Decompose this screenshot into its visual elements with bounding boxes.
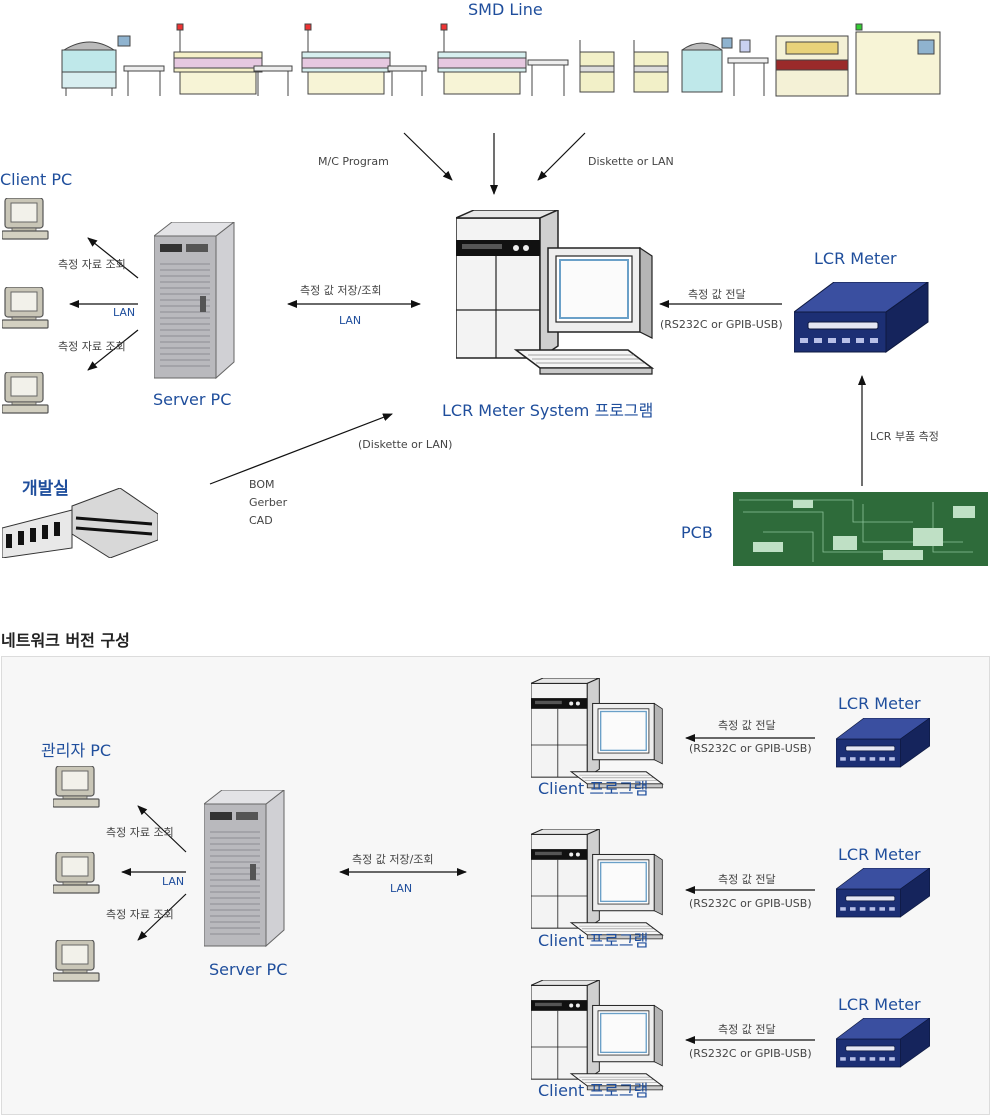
client-program-title: Client 프로그램 bbox=[538, 1081, 649, 1100]
gerber-label: Gerber bbox=[249, 496, 288, 509]
measure-query-label: 측정 자료 조회 bbox=[58, 340, 126, 353]
value-transfer-label: 측정 값 전달 bbox=[718, 873, 776, 886]
smd-line-illustration bbox=[61, 23, 941, 97]
value-transfer-label: 측정 값 전달 bbox=[718, 719, 776, 732]
lcr-meter-icon bbox=[836, 718, 930, 768]
system-program-title: LCR Meter System 프로그램 bbox=[442, 401, 654, 420]
cad-label: CAD bbox=[249, 514, 273, 527]
lcr-meter-title: LCR Meter bbox=[838, 995, 921, 1014]
lcr-meter-title: LCR Meter bbox=[814, 249, 897, 268]
lan-label: LAN bbox=[162, 875, 185, 888]
client-pc-title: Client PC bbox=[0, 170, 73, 189]
mc-program-label: M/C Program bbox=[318, 155, 389, 168]
interface-label: (RS232C or GPIB-USB) bbox=[689, 897, 812, 910]
lcr-meter-icon bbox=[836, 1018, 930, 1068]
measure-query-label: 측정 자료 조회 bbox=[58, 258, 126, 271]
lcr-meter-title: LCR Meter bbox=[838, 845, 921, 864]
server-pc-title: Server PC bbox=[209, 960, 288, 979]
save-query-label: 측정 값 저장/조회 bbox=[300, 284, 382, 297]
smd-line-title: SMD Line bbox=[468, 0, 543, 19]
diskette-or-lan-paren-label: (Diskette or LAN) bbox=[358, 438, 453, 451]
client-workstation-icon bbox=[531, 678, 663, 789]
server-pc-title: Server PC bbox=[153, 390, 232, 409]
admin-pc-icon bbox=[53, 940, 100, 982]
part-measure-label: LCR 부품 측정 bbox=[870, 430, 939, 443]
lcr-meter-icon bbox=[836, 868, 930, 918]
pcb-title: PCB bbox=[681, 523, 713, 542]
client-workstation-icon bbox=[531, 829, 663, 940]
dev-lab-building-icon bbox=[2, 488, 158, 558]
client-workstation-icon bbox=[531, 980, 663, 1091]
save-query-label: 측정 값 저장/조회 bbox=[352, 853, 434, 866]
measure-query-label: 측정 자료 조회 bbox=[106, 826, 174, 839]
interface-label: (RS232C or GPIB-USB) bbox=[689, 742, 812, 755]
lan-label: LAN bbox=[390, 882, 413, 895]
network-section-title: 네트워크 버전 구성 bbox=[1, 631, 130, 650]
bom-label: BOM bbox=[249, 478, 275, 491]
diskette-or-lan-label: Diskette or LAN bbox=[588, 155, 674, 168]
network-version-panel bbox=[1, 656, 990, 1115]
client-program-title: Client 프로그램 bbox=[538, 931, 649, 950]
admin-pc-icon bbox=[53, 852, 100, 894]
pcb-illustration bbox=[733, 492, 988, 566]
top-connectors bbox=[69, 132, 866, 486]
lan-label: LAN bbox=[113, 306, 136, 319]
value-transfer-label: 측정 값 전달 bbox=[718, 1023, 776, 1036]
admin-pc-icon bbox=[53, 766, 100, 808]
lcr-meter-title: LCR Meter bbox=[838, 694, 921, 713]
client-program-title: Client 프로그램 bbox=[538, 779, 649, 798]
dev-lab-title: 개발실 bbox=[22, 479, 69, 499]
interface-label: (RS232C or GPIB-USB) bbox=[660, 318, 783, 331]
interface-label: (RS232C or GPIB-USB) bbox=[689, 1047, 812, 1060]
admin-pc-title: 관리자 PC bbox=[41, 741, 112, 760]
measure-query-label: 측정 자료 조회 bbox=[106, 908, 174, 921]
server-pc-icon bbox=[204, 790, 285, 947]
value-transfer-label: 측정 값 전달 bbox=[688, 288, 746, 301]
lan-label: LAN bbox=[339, 314, 362, 327]
